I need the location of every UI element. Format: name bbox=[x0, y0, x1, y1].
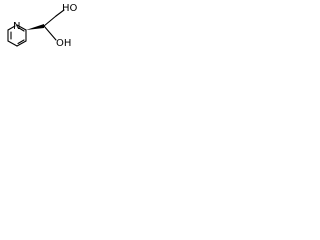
ring-bond-top-left bbox=[7, 25, 16, 31]
bond-chiral-to-oh-bottom bbox=[43, 25, 57, 41]
wedge-bond bbox=[26, 24, 44, 30]
pyridine-ring bbox=[7, 24, 27, 47]
ring-double-bond-3 bbox=[17, 39, 25, 45]
molecule-drawing: N HO OH bbox=[7, 3, 78, 49]
ring-bond-bottom-right bbox=[16, 40, 27, 47]
bond-chiral-to-ch2 bbox=[43, 15, 57, 27]
bond-ch2-to-oh-top bbox=[55, 9, 65, 17]
structure-canvas: N HO OH bbox=[0, 0, 88, 66]
ring-nitrogen-label: N bbox=[13, 21, 20, 32]
hydroxyl-top-label: HO bbox=[62, 3, 78, 14]
ring-bond-top-right bbox=[16, 24, 27, 31]
ring-double-bond-2 bbox=[18, 27, 25, 32]
hydroxyl-bottom-label: OH bbox=[56, 38, 71, 49]
ring-bond-bottom-left bbox=[7, 40, 18, 47]
